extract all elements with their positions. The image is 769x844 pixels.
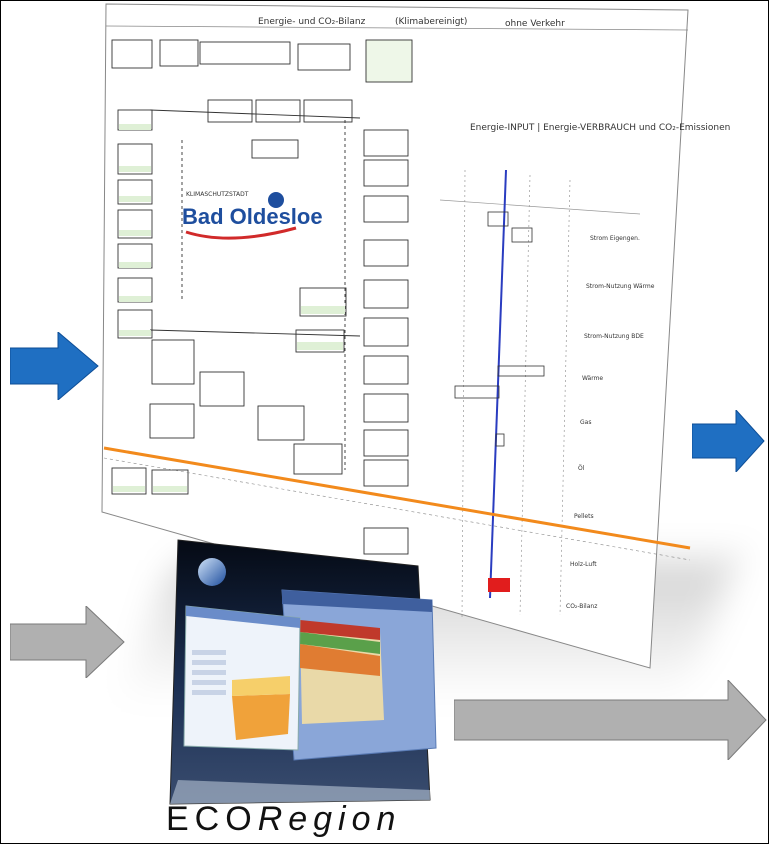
gray-arrow-left-icon [10,606,125,678]
earth-icon [198,558,226,586]
gray-arrow-right-icon [454,680,767,760]
logo-badge-icon [268,192,284,208]
blue-arrow-right-icon [692,410,765,472]
flow-diagram [111,39,413,555]
chart-title: Energie-INPUT | Energie-VERBRAUCH und CO… [470,123,730,133]
sheet-title-suffix-2: ohne Verkehr [505,19,565,29]
orange-separator-line [103,446,691,550]
logo-top-text: KLIMASCHUTZSTADT [186,191,249,198]
chart-label-8: CO₂-Bilanz [566,603,597,610]
logo-swoosh-icon [185,226,297,240]
ecoregion-title: ECORegion [166,800,401,839]
chart-label-4: Gas [580,419,591,426]
chart-axis-line [489,169,507,599]
chart-label-0: Strom Eigengen. [590,235,640,242]
chart-label-7: Holz-Luft [570,561,597,568]
sheet-title-suffix-1: (Klimabereinigt) [395,17,467,27]
logo-main-text: Bad Oldesloe [182,204,323,229]
ecoregion-title-plain: ECO [166,800,258,838]
chart-label-6: Pellets [574,513,594,520]
chart-label-1: Strom-Nutzung Wärme [586,283,655,290]
chart-label-3: Wärme [582,375,603,382]
chart-label-2: Strom-Nutzung BDE [584,333,644,340]
blue-arrow-left-icon [10,332,99,400]
ecoregion-title-italic: Region [257,800,402,838]
sheet-title: Energie- und CO₂-Bilanz [258,17,366,27]
chart-label-5: Öl [578,465,585,472]
chart-red-bar [488,578,510,592]
